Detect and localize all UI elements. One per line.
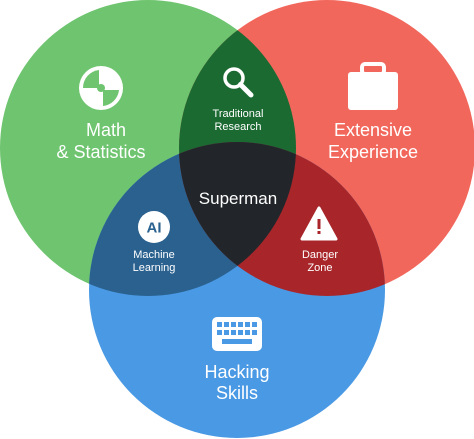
traditional-research-line2: Research bbox=[214, 121, 261, 133]
svg-text:AI: AI bbox=[147, 220, 162, 237]
traditional-research-line1: Traditional bbox=[213, 108, 264, 120]
machine-learning-line2: Learning bbox=[133, 262, 176, 274]
machine-learning-line1: Machine bbox=[133, 249, 175, 261]
briefcase-icon bbox=[348, 62, 398, 110]
danger-zone-line1: Danger bbox=[302, 249, 338, 261]
hacking-label-line2: Skills bbox=[216, 383, 258, 403]
ai-badge-icon: AI bbox=[138, 211, 170, 243]
math-label-line2: & Statistics bbox=[56, 142, 145, 162]
keyboard-icon bbox=[212, 317, 262, 351]
magnifier-icon bbox=[223, 67, 254, 98]
hacking-label-line1: Hacking bbox=[204, 362, 269, 382]
experience-label-line1: Extensive bbox=[334, 120, 412, 140]
experience-label-line2: Experience bbox=[328, 142, 418, 162]
pie-chart-icon bbox=[79, 66, 123, 110]
superman-label: Superman bbox=[199, 189, 277, 208]
danger-zone-line2: Zone bbox=[307, 262, 332, 274]
math-label-line1: Math bbox=[86, 120, 126, 140]
warning-triangle-icon bbox=[300, 206, 338, 241]
